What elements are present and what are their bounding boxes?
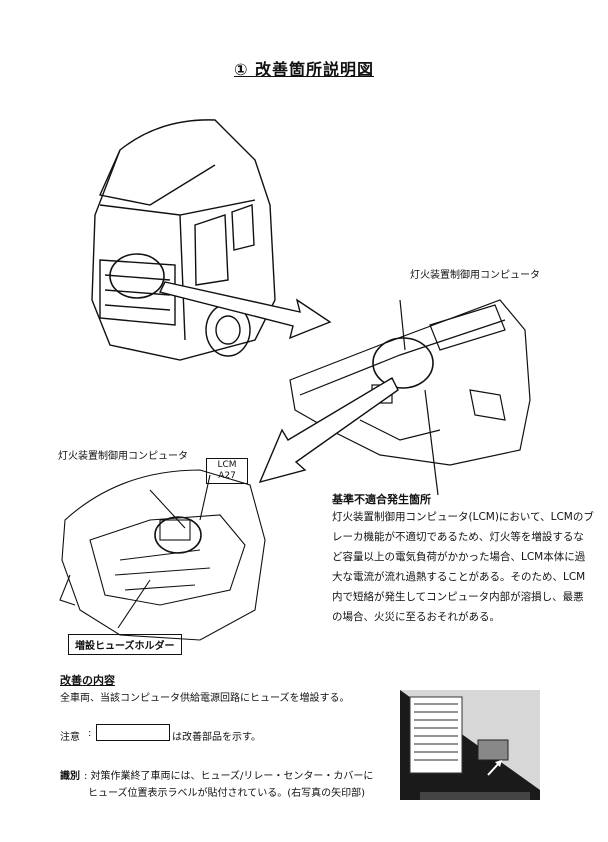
page-title: ① 改善箇所説明図: [233, 60, 375, 79]
arrow-to-dashboard: [158, 281, 332, 340]
dashboard-illustration: [289, 299, 531, 496]
legend-box: [96, 724, 170, 741]
arrow-to-engine: [258, 377, 399, 484]
lcm-tag: LCM A27: [206, 458, 248, 484]
improvement-body: 全車両、当該コンピュータ供給電源回路にヒューズを増設する。: [60, 693, 350, 704]
photo-fuse-cover: [400, 690, 540, 800]
defect-heading: 基準不適合発生箇所: [332, 493, 431, 506]
defect-body: 灯火装置制御用コンピュータ(LCM)において、LCMのブレーカ機能が不適切である…: [332, 511, 594, 623]
label-computer-left: 灯火装置制御用コンピュータ: [58, 451, 188, 462]
lcm-tag-line2: A27: [218, 471, 236, 481]
note-label: 注意: [60, 732, 80, 743]
lcm-tag-line1: LCM: [217, 460, 237, 470]
identification-label: 識別: [60, 771, 80, 782]
note-colon: :: [88, 728, 92, 739]
note-text: は改善部品を示す。: [172, 732, 261, 743]
label-fuse-holder: 増設ヒューズホルダー: [68, 634, 182, 655]
label-computer-top: 灯火装置制御用コンピュータ: [410, 270, 540, 281]
identification-line1: : 対策作業終了車両には、ヒューズ/リレー・センター・カバーに: [84, 771, 374, 782]
identification-line2: ヒューズ位置表示ラベルが貼付されている。(右写真の矢印部): [88, 788, 366, 799]
engine-bay-illustration: [59, 469, 266, 641]
truck-illustration: [91, 119, 276, 361]
improvement-heading: 改善の内容: [60, 674, 115, 687]
